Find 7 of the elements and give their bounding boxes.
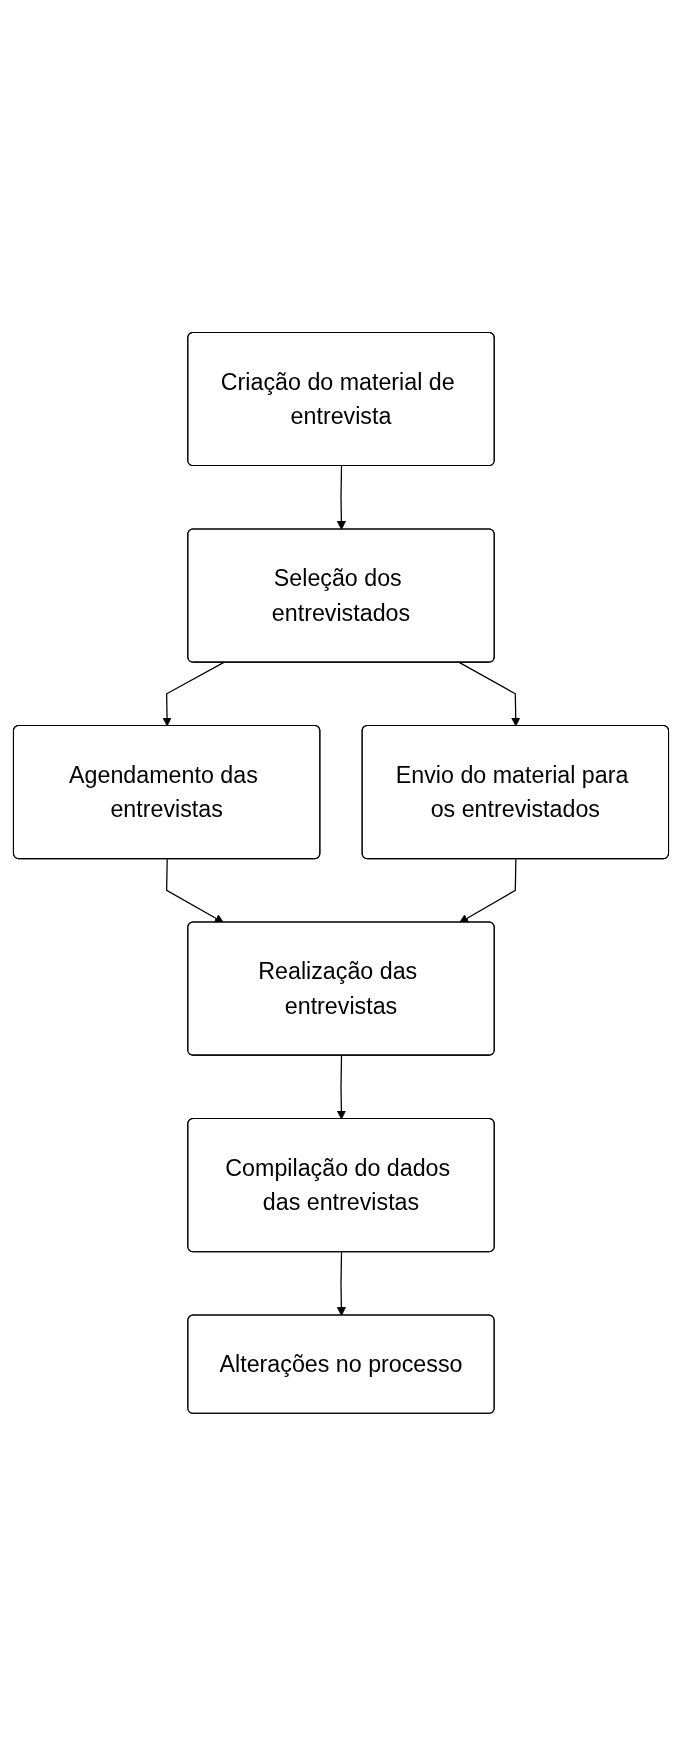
arrow bbox=[162, 662, 225, 727]
arrow bbox=[459, 662, 521, 727]
arrow bbox=[336, 1055, 347, 1120]
arrow bbox=[336, 465, 347, 531]
arrow bbox=[166, 858, 224, 924]
arrow bbox=[459, 858, 517, 924]
arrow bbox=[336, 1251, 347, 1317]
